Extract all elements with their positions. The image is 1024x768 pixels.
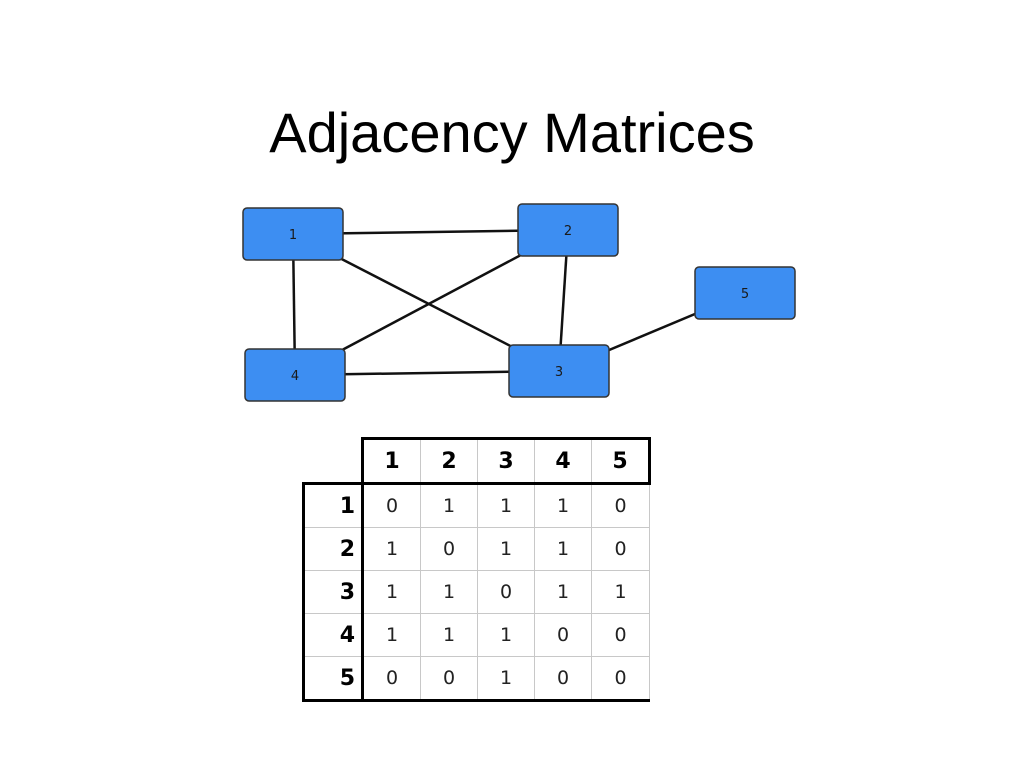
row-header: 1: [302, 483, 364, 528]
matrix-cell: 1: [534, 527, 592, 571]
node-box: [508, 344, 610, 398]
matrix-cell: 0: [591, 483, 650, 528]
node-label: 2: [564, 224, 572, 239]
matrix-cell: 1: [362, 570, 421, 614]
row-header: 2: [302, 527, 364, 571]
matrix-cell: 0: [420, 656, 478, 702]
node-box: [694, 266, 796, 320]
row-header: 5: [302, 656, 364, 702]
matrix-corner: [303, 438, 364, 485]
matrix-cell: 0: [591, 527, 650, 571]
matrix-cell: 0: [477, 570, 535, 614]
matrix-cell: 1: [362, 613, 421, 657]
column-header: 1: [362, 437, 421, 485]
matrix-cell: 1: [591, 570, 650, 614]
node-5: 5: [694, 266, 796, 320]
node-3: 3: [508, 344, 610, 398]
matrix-cell: 1: [477, 527, 535, 571]
node-label: 4: [291, 369, 299, 384]
matrix-cell: 1: [534, 483, 592, 528]
matrix-cell: 0: [362, 483, 421, 528]
matrix-cell: 1: [477, 483, 535, 528]
slide-title: Adjacency Matrices: [269, 101, 755, 164]
graph-diagram: 1 2 3 4 5: [242, 203, 796, 402]
matrix-cell: 1: [362, 527, 421, 571]
matrix-cell: 0: [420, 527, 478, 571]
node-4: 4: [244, 348, 346, 402]
matrix-cell: 1: [477, 656, 535, 702]
node-label: 5: [741, 287, 749, 302]
matrix-cell: 0: [591, 613, 650, 657]
matrix-cell: 1: [534, 570, 592, 614]
matrix-cell: 0: [534, 656, 592, 702]
matrix-cell: 0: [591, 656, 650, 702]
column-header: 4: [534, 437, 592, 485]
matrix-cell: 1: [420, 613, 478, 657]
node-2: 2: [517, 203, 619, 257]
matrix-cell: 1: [420, 483, 478, 528]
node-box: [242, 207, 344, 261]
node-1: 1: [242, 207, 344, 261]
column-header: 3: [477, 437, 535, 485]
matrix-cell: 1: [420, 570, 478, 614]
matrix-cell: 0: [534, 613, 592, 657]
node-box: [244, 348, 346, 402]
node-label: 3: [555, 365, 563, 380]
row-header: 3: [302, 570, 364, 614]
matrix-cell: 1: [477, 613, 535, 657]
column-header: 2: [420, 437, 478, 485]
node-box: [517, 203, 619, 257]
node-label: 1: [289, 228, 297, 243]
column-header: 5: [591, 437, 651, 485]
row-header: 4: [302, 613, 364, 657]
matrix-cell: 0: [362, 656, 421, 702]
